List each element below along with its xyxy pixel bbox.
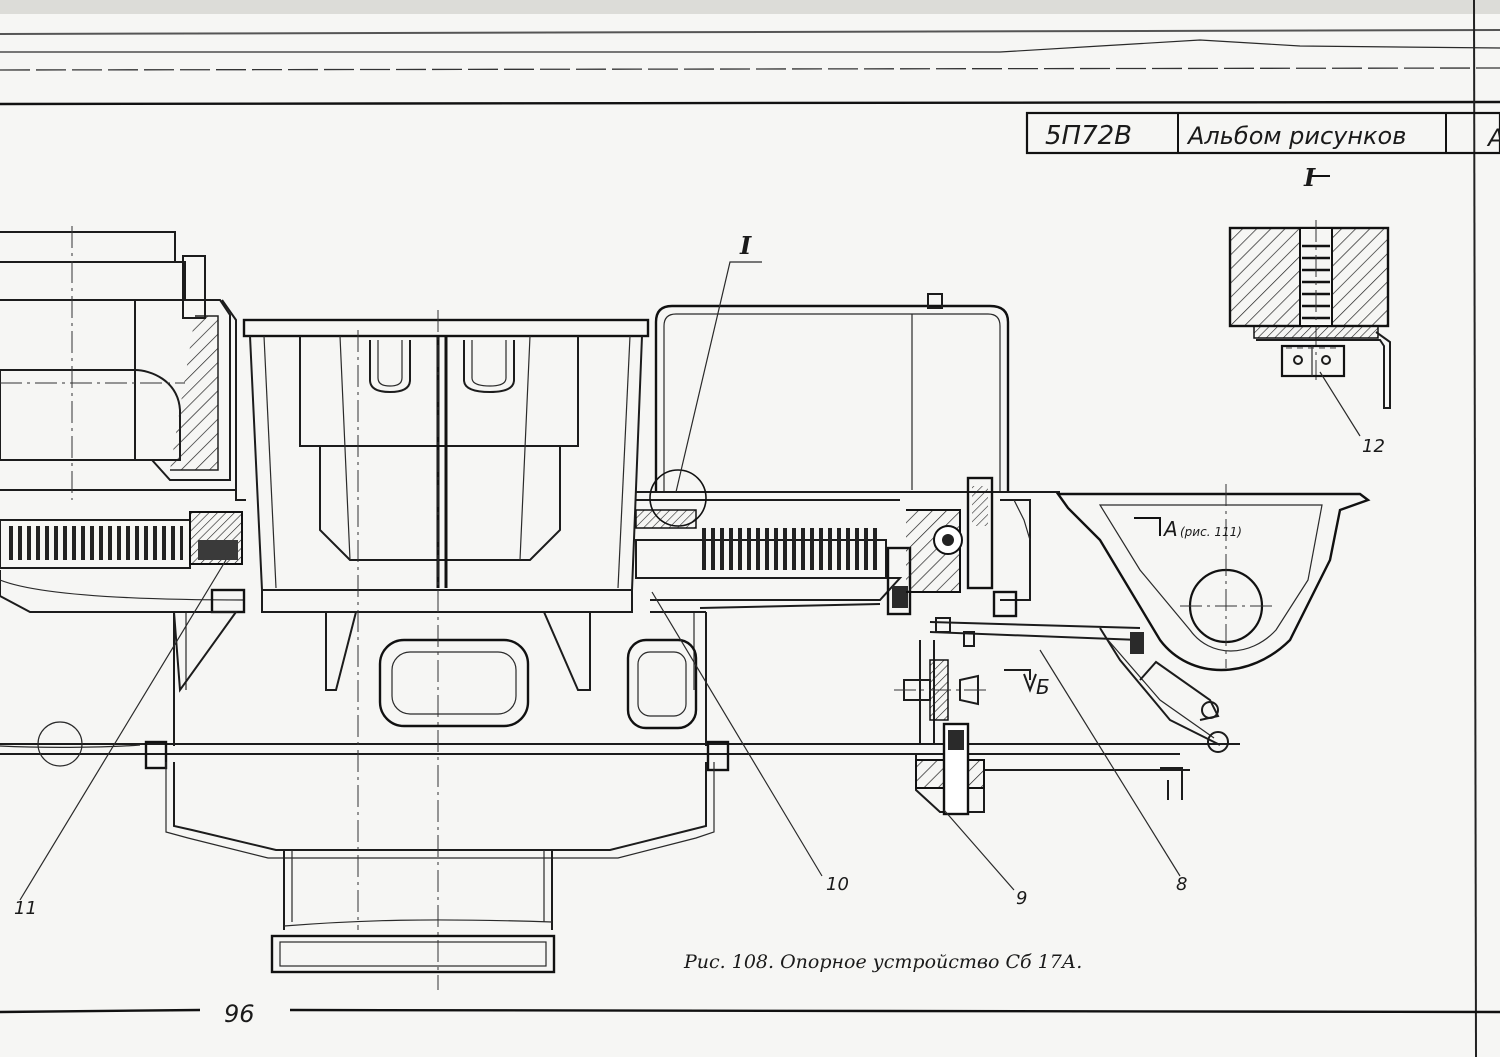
- frame-top-line: [0, 100, 1500, 106]
- leader-lines: [19, 175, 1361, 901]
- album-title: Альбом рисунков: [1186, 122, 1406, 150]
- drawing-code: 5П72В: [1045, 121, 1132, 151]
- sheet-guide-line: [0, 67, 1500, 71]
- detail-mark-i: I: [739, 231, 752, 260]
- page-number: 96: [224, 1000, 255, 1028]
- detail-i-view: [1228, 220, 1391, 409]
- sheet-border-top: [0, 29, 1500, 35]
- title-block-letter: А: [1486, 124, 1500, 152]
- support-bracket: [1055, 484, 1371, 672]
- callout-11: 11: [14, 898, 37, 919]
- callout-9: 9: [1016, 888, 1027, 909]
- section-a-reference: (рис. 111): [1180, 525, 1242, 539]
- lever-linkage: [894, 617, 1229, 816]
- central-unit: [0, 318, 1240, 974]
- title-block: 5П72В Альбом рисунков А: [1025, 111, 1500, 155]
- scan-edge: [0, 0, 1500, 14]
- frame-bottom-left: [0, 1008, 201, 1014]
- sheet-edge-line: [0, 39, 1500, 53]
- left-housing: [0, 231, 246, 614]
- callout-8: 8: [1176, 874, 1187, 895]
- detail-title-i: I: [1303, 163, 1316, 192]
- right-tank: [635, 293, 1060, 618]
- section-a-label: А: [1162, 517, 1178, 541]
- section-b-label: Б: [1036, 675, 1050, 699]
- frame-bottom-right: [289, 1008, 1500, 1014]
- figure-caption: Рис. 108. Опорное устройство Сб 17А.: [683, 951, 1082, 973]
- callout-12: 12: [1362, 436, 1385, 457]
- section-a-arrow: [1134, 517, 1161, 536]
- frame-right-line: [1473, 0, 1477, 1057]
- callout-10: 10: [826, 874, 849, 895]
